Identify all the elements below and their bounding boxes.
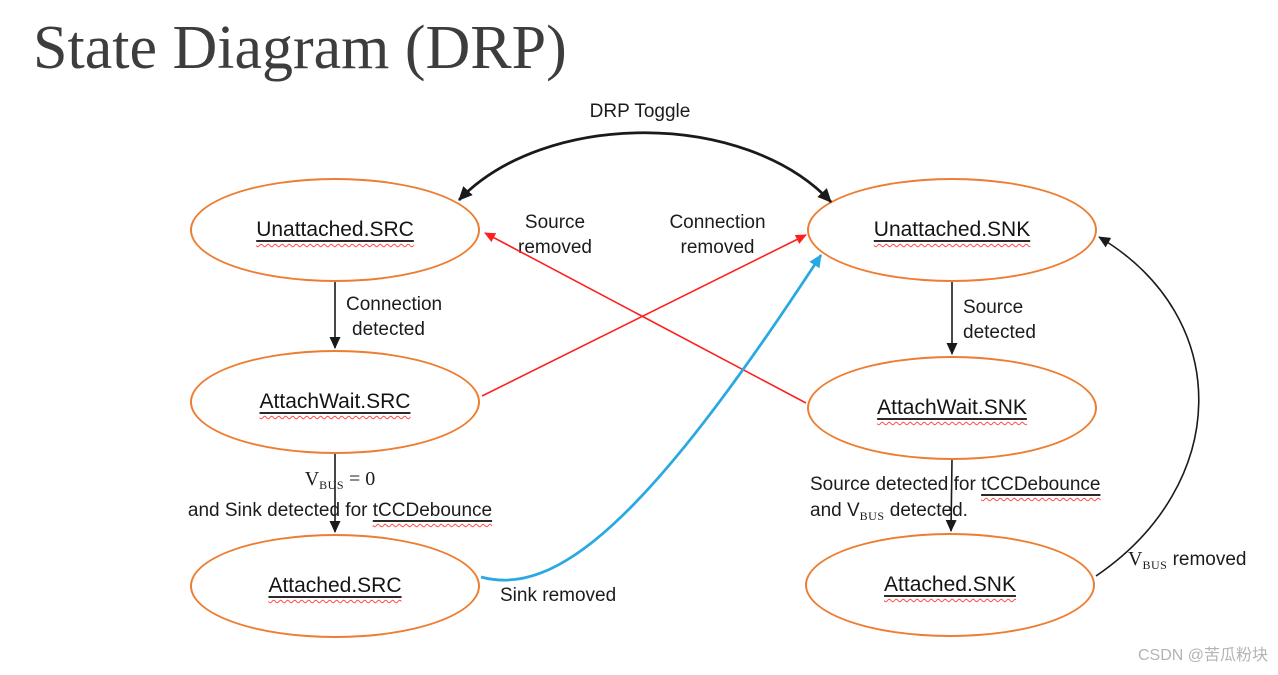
label-text: and Sink detected for bbox=[187, 500, 373, 521]
arrow-drp-toggle bbox=[458, 131, 833, 203]
tccdebounce-term: tCCDebounce bbox=[981, 474, 1101, 495]
label-line: detected bbox=[963, 322, 1036, 343]
label-line: Source bbox=[963, 297, 1024, 318]
label-line: Connection bbox=[669, 212, 766, 233]
equals-zero: = 0 bbox=[344, 468, 376, 490]
label-text: and V bbox=[810, 500, 860, 521]
state-attached-snk: Attached.SNK bbox=[805, 533, 1095, 637]
label-source-detected-tccdebounce: Source detected for tCCDebounce and VBUS… bbox=[810, 472, 1100, 529]
csdn-watermark: CSDN @苦瓜粉块 bbox=[1137, 647, 1268, 664]
state-label: Unattached.SRC bbox=[256, 218, 414, 241]
state-attachwait-snk: AttachWait.SNK bbox=[807, 356, 1097, 460]
label-sink-removed: Sink removed bbox=[500, 585, 617, 606]
state-label-underline: Attached.SRC bbox=[268, 574, 401, 598]
label-source-removed: Source removed bbox=[500, 210, 610, 260]
vbus-subscript: BUS bbox=[859, 509, 885, 523]
label-line: detected bbox=[352, 319, 425, 340]
label-source-detected: Source detected bbox=[963, 295, 1036, 345]
state-label: Attached.SRC bbox=[268, 574, 402, 597]
label-connection-detected: Connection detected bbox=[346, 292, 442, 342]
state-unattached-snk: Unattached.SNK bbox=[807, 178, 1097, 282]
label-line: removed bbox=[518, 237, 592, 258]
label-text: removed bbox=[1167, 549, 1247, 570]
label-line: removed bbox=[680, 237, 755, 258]
vbus-subscript: BUS bbox=[1142, 558, 1168, 572]
arrow-vbus-removed bbox=[1095, 236, 1200, 577]
label-vbus-zero-sink-detected: VBUS = 0 and Sink detected for tCCDeboun… bbox=[180, 466, 500, 524]
state-label: Attached.SNK bbox=[884, 573, 1016, 596]
tccdebounce-underline: tCCDebounce bbox=[373, 500, 492, 521]
tccdebounce-underline: tCCDebounce bbox=[981, 474, 1100, 495]
state-label: AttachWait.SRC bbox=[259, 390, 411, 413]
state-label: AttachWait.SNK bbox=[877, 396, 1027, 419]
label-text: Source detected for bbox=[810, 474, 982, 495]
state-unattached-src: Unattached.SRC bbox=[190, 178, 480, 282]
state-attachwait-src: AttachWait.SRC bbox=[190, 350, 480, 454]
state-label-underline: AttachWait.SNK bbox=[877, 396, 1027, 420]
label-line: VBUS = 0 bbox=[180, 466, 500, 498]
label-line: and VBUS detected. bbox=[810, 498, 1100, 529]
label-line: and Sink detected for tCCDebounce bbox=[180, 498, 500, 524]
label-line: Source bbox=[524, 212, 586, 233]
vbus-subscript: BUS bbox=[319, 478, 344, 492]
vbus-symbol: V bbox=[1128, 548, 1143, 570]
state-attached-src: Attached.SRC bbox=[190, 534, 480, 638]
label-vbus-removed: VBUS removed bbox=[1128, 547, 1247, 578]
state-label-underline: Unattached.SNK bbox=[874, 218, 1030, 242]
state-label-underline: AttachWait.SRC bbox=[260, 390, 411, 414]
page-title: State Diagram (DRP) bbox=[33, 14, 567, 82]
state-label-underline: Attached.SNK bbox=[884, 573, 1016, 597]
label-connection-removed: Connection removed bbox=[655, 210, 780, 260]
tccdebounce-term: tCCDebounce bbox=[372, 500, 493, 521]
label-line: Source detected for tCCDebounce bbox=[810, 472, 1100, 498]
label-text: detected. bbox=[884, 500, 968, 521]
label-line: Connection bbox=[346, 294, 443, 315]
arrow-sink-removed bbox=[480, 254, 823, 582]
state-label: Unattached.SNK bbox=[873, 218, 1031, 241]
state-label-underline: Unattached.SRC bbox=[256, 218, 414, 242]
vbus-symbol: V bbox=[304, 468, 320, 490]
label-drp-toggle: DRP Toggle bbox=[589, 101, 691, 122]
